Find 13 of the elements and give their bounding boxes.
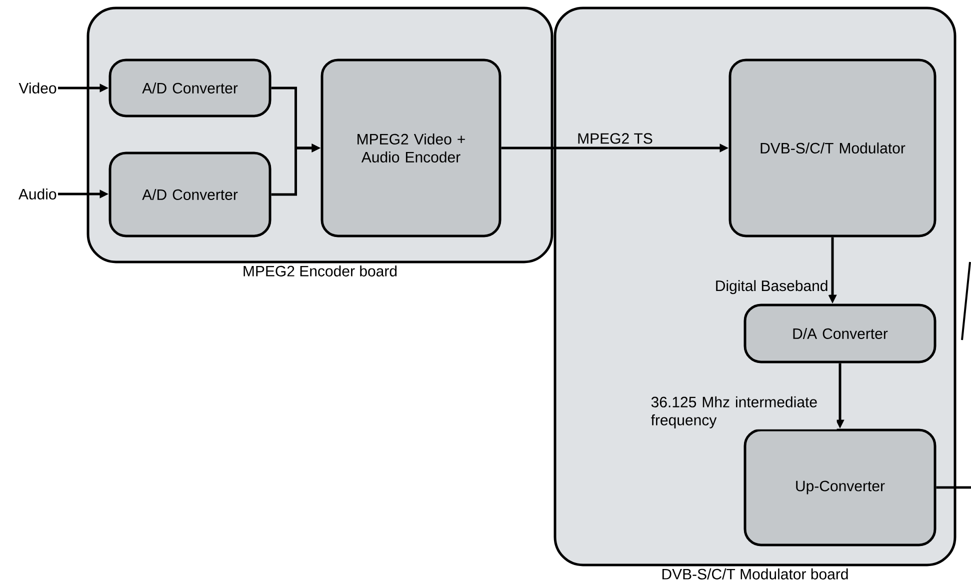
node-label: MPEG2 Encoder board — [244, 265, 397, 276]
process-box: D/A Converter — [744, 304, 936, 364]
process-box: A/D Converter — [108, 152, 272, 238]
process-box: DVB-S/C/T Modulator — [728, 58, 936, 238]
edge-label: Digital Baseband — [714, 279, 830, 296]
process-box: MPEG2 Video + Audio Encoder — [320, 58, 502, 238]
input-label: Audio — [18, 188, 56, 200]
edge-label: 36.125 Mhz intermediate frequency — [650, 395, 837, 430]
node-label: DVB-S/C/T Modulator board — [662, 568, 848, 580]
process-box: Up-Converter — [744, 428, 936, 546]
input-label: Video — [18, 82, 56, 94]
edge-label: MPEG2 TS — [576, 132, 654, 145]
process-box: A/D Converter — [108, 58, 272, 118]
